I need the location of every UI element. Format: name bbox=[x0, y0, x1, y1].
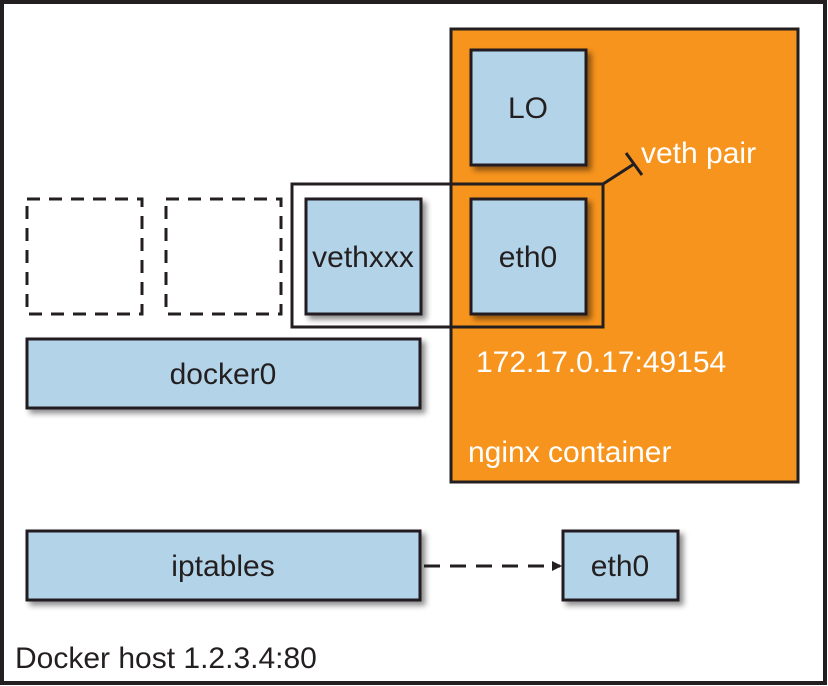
host-eth0-box bbox=[561, 529, 680, 602]
container-address-label: 172.17.0.17:49154 bbox=[476, 346, 726, 379]
lo-interface-label: LO bbox=[508, 92, 548, 125]
veth-pair-label: veth pair bbox=[641, 137, 756, 170]
container-eth0-label: eth0 bbox=[499, 241, 557, 274]
docker-host-label: Docker host 1.2.3.4:80 bbox=[15, 642, 317, 675]
placeholder-interface-2 bbox=[164, 197, 283, 316]
placeholder-interface-1 bbox=[25, 197, 144, 316]
iptables-label: iptables bbox=[171, 550, 274, 583]
vethxxx-interface-label: vethxxx bbox=[312, 241, 414, 274]
container-name-label: nginx container bbox=[468, 436, 671, 469]
docker0-bridge-label: docker0 bbox=[170, 358, 277, 391]
container-eth0-box bbox=[469, 197, 588, 316]
host-eth0-label: eth0 bbox=[591, 550, 649, 583]
veth-pair-leader-tick bbox=[624, 152, 644, 176]
lo-interface-box bbox=[469, 48, 588, 167]
vethxxx-interface-box bbox=[304, 197, 423, 316]
veth-pair-frame bbox=[290, 182, 605, 329]
docker0-bridge-box bbox=[25, 337, 422, 410]
iptables-box bbox=[25, 529, 422, 602]
veth-pair-leader-line bbox=[602, 162, 635, 186]
